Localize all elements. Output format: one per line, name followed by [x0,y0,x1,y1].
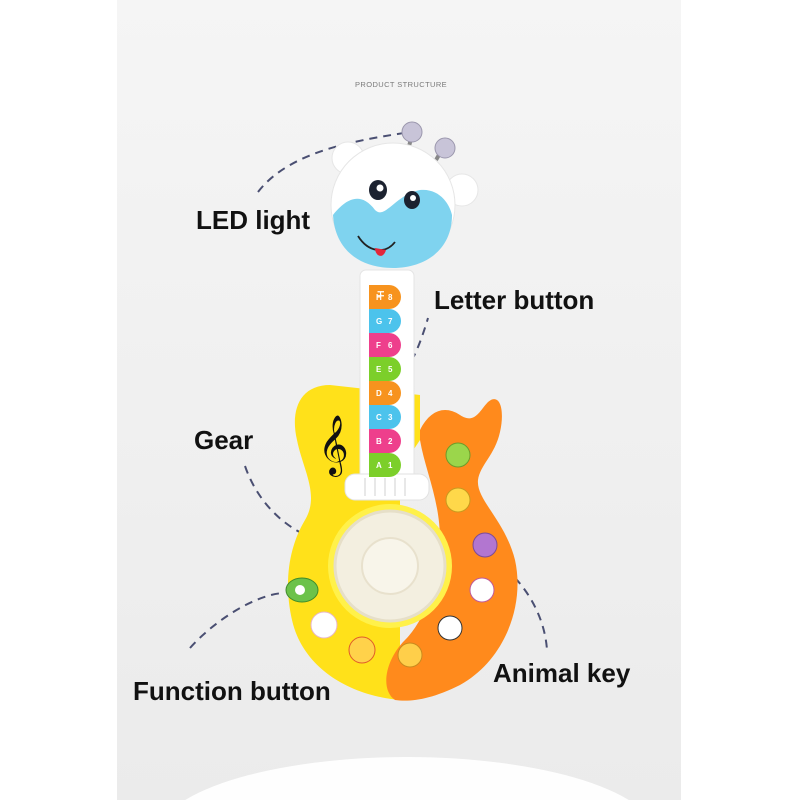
label-gear: Gear [194,425,254,455]
letter-key-b[interactable] [369,429,401,453]
animal-key-unicorn[interactable] [472,532,498,558]
animal-key-duck[interactable] [445,487,471,513]
svg-text:4: 4 [388,389,393,398]
animal-key-cow[interactable] [437,615,463,641]
svg-text:G: G [376,317,382,326]
animal-key-tiger[interactable] [397,642,423,668]
giraffe-head [330,121,479,268]
orange-body-half [386,399,518,701]
svg-text:B: B [376,437,382,446]
animal-keys [397,442,498,668]
letter-key-c[interactable] [369,405,401,429]
svg-text:6: 6 [388,341,393,350]
led-leader-line [257,131,411,193]
led-antenna-icon [401,121,423,143]
label-letter-button: Letter button [434,285,595,315]
svg-text:H: H [376,291,386,298]
svg-text:1: 1 [388,461,393,470]
product-structure-header: PRODUCT STRUCTURE [355,80,448,89]
gear-leader-line [244,465,351,546]
svg-text:H: H [376,293,382,302]
sheep-button[interactable] [310,611,338,639]
letter-key-a[interactable] [369,453,401,477]
letter-key-f[interactable] [369,333,401,357]
function-leader-line [189,592,284,649]
svg-text:F: F [376,341,381,350]
letter-key-e[interactable] [369,357,401,381]
svg-text:8: 8 [388,293,393,302]
letter-key-g[interactable] [369,309,401,333]
svg-text:3: 3 [388,413,393,422]
led-antenna-icon [434,137,456,159]
svg-text:A: A [376,461,382,470]
svg-text:C: C [376,413,382,422]
label-animal-key: Animal key [493,658,631,688]
treble-clef-icon: 𝄞 [318,415,349,477]
label-led-light: LED light [196,205,311,235]
svg-text:2: 2 [388,437,393,446]
animal-leader-line [504,567,548,651]
svg-text:7: 7 [388,317,393,326]
animal-key-cat[interactable] [469,577,495,603]
svg-text:E: E [376,365,382,374]
letter-key-d[interactable] [369,381,401,405]
rooster-button[interactable] [348,636,376,664]
animal-key-bird[interactable] [445,442,471,468]
svg-text:D: D [376,389,382,398]
label-function-button: Function button [133,676,331,706]
svg-text:5: 5 [388,365,393,374]
function-keys [285,577,376,664]
letter-key-h[interactable]: H [369,285,401,309]
